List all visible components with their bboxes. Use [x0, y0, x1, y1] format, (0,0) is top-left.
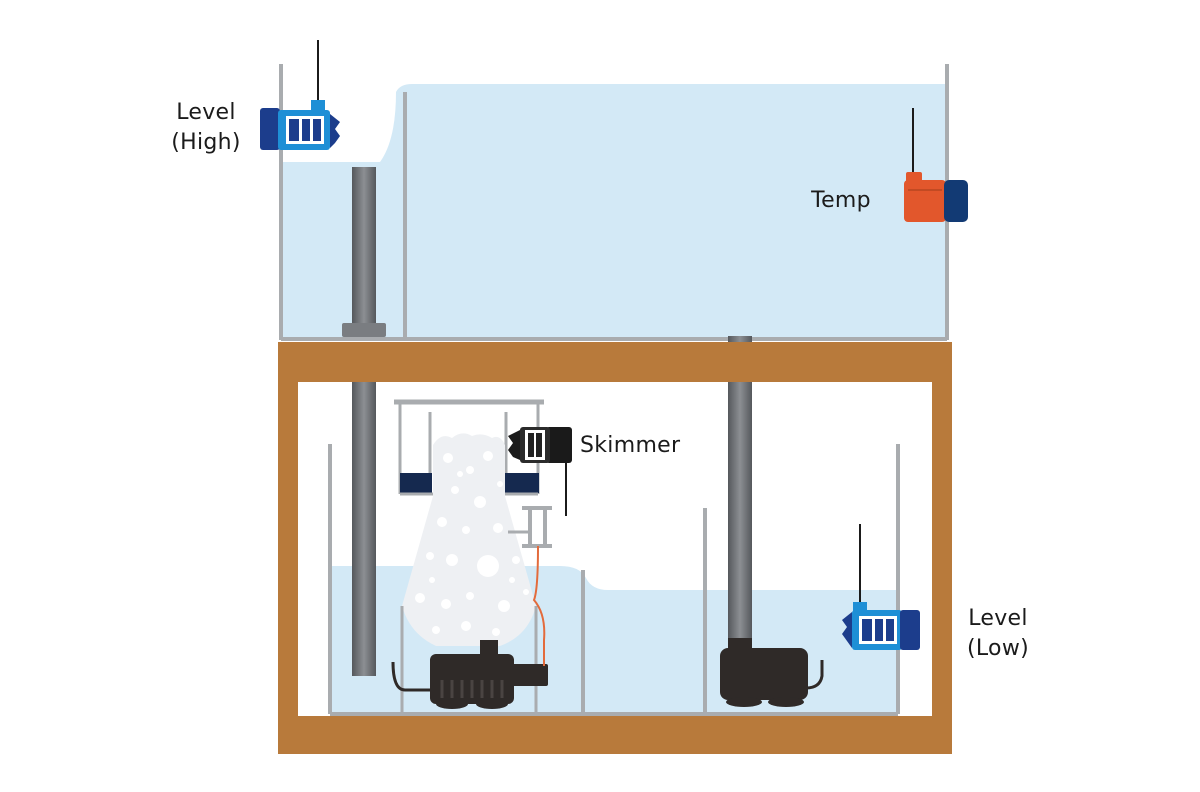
drain-pipe-lower — [352, 382, 376, 676]
drain-pipe-upper — [352, 167, 376, 327]
label-level-low-line1: Level — [968, 606, 1028, 631]
return-pipe — [728, 382, 752, 644]
level-sensor-icon — [260, 40, 340, 150]
skimmer-bubbles — [415, 451, 529, 636]
return-pipe-top — [728, 336, 752, 342]
display-water — [282, 84, 948, 338]
bulkhead-fitting — [342, 323, 386, 337]
label-skimmer: Skimmer — [580, 431, 700, 461]
air-line — [532, 545, 546, 666]
skimmate-right — [505, 473, 539, 493]
skimmer-level-sensor-icon — [508, 427, 572, 516]
label-level-high-line1: Level — [176, 100, 236, 125]
level-sensor-low-icon — [842, 524, 920, 650]
protein-skimmer — [391, 399, 572, 714]
skimmate-left — [400, 473, 432, 493]
label-temp: Temp — [796, 186, 886, 216]
label-temp-text: Temp — [811, 188, 871, 213]
display-tank — [279, 64, 949, 342]
skimmer-foam-body — [402, 433, 536, 646]
return-pump-icon — [720, 638, 824, 707]
label-level-low-line2: (Low) — [967, 636, 1029, 661]
temperature-sensor-icon — [904, 108, 968, 222]
air-silencer — [508, 506, 552, 666]
skimmer-pump-icon — [391, 654, 548, 709]
label-level-high-line2: (High) — [171, 130, 241, 155]
label-level-low: Level (Low) — [948, 604, 1048, 664]
label-level-high: Level (High) — [158, 98, 254, 158]
label-skimmer-text: Skimmer — [580, 433, 681, 458]
